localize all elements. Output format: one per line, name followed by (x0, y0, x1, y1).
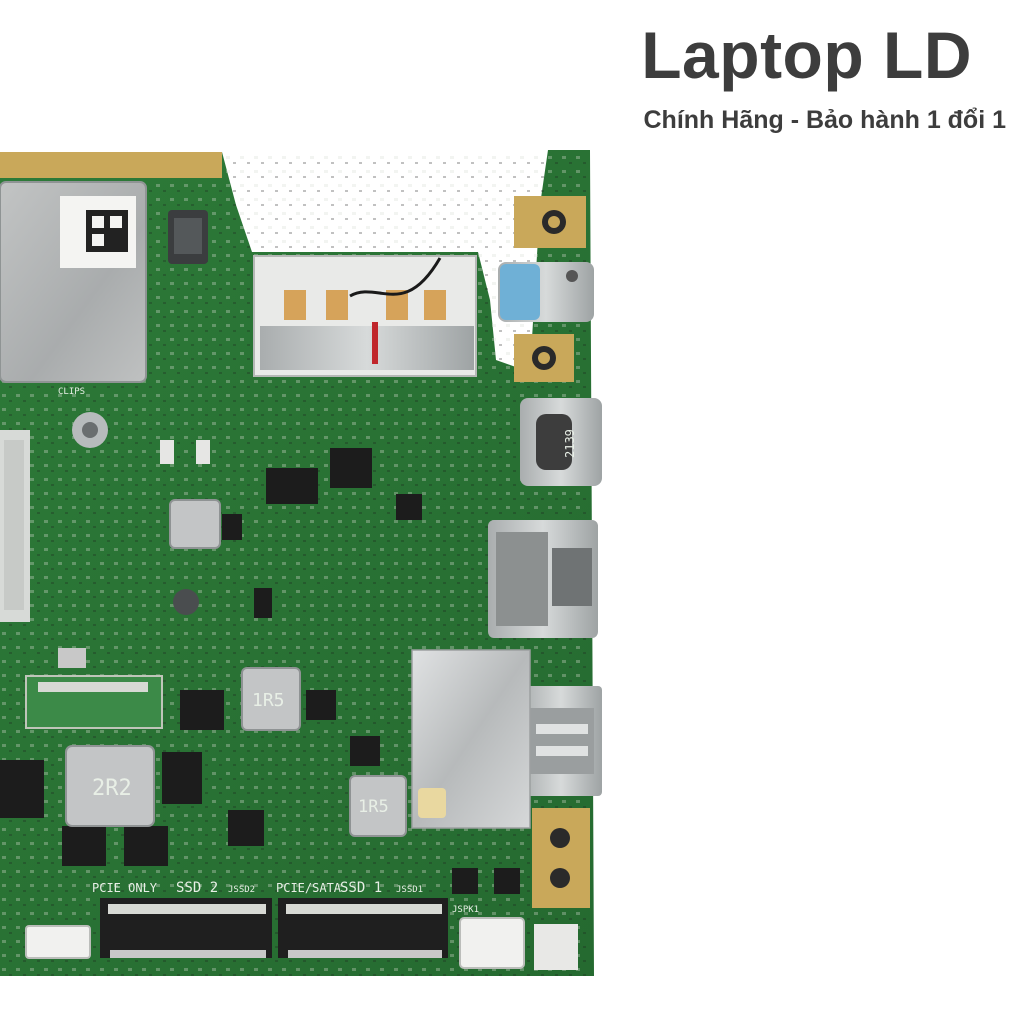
chip (452, 868, 478, 894)
chip (228, 810, 264, 846)
inductor (65, 745, 155, 827)
capacitor (58, 648, 86, 668)
chip (350, 736, 380, 766)
inductor (241, 667, 301, 731)
jspk-label: JSPK1 (452, 905, 479, 915)
chip (266, 468, 318, 504)
inductor (349, 775, 407, 837)
chip (254, 588, 272, 618)
inductor-label: 1R5 (252, 690, 285, 711)
gold-edge-strip (0, 152, 222, 178)
chip (162, 752, 202, 804)
mount-tab-bottom (532, 808, 590, 908)
warranty-tagline: Chính Hãng - Bảo hành 1 đổi 1 (643, 106, 1007, 134)
chip (180, 690, 224, 730)
slot-left-name: SSD 2 (176, 880, 218, 896)
capacitor (173, 589, 199, 615)
usbc-code: 2139 (563, 429, 577, 458)
chip (62, 826, 106, 866)
antenna-wire (349, 257, 442, 298)
chip (0, 760, 44, 818)
clips-label: CLIPS (58, 387, 85, 397)
chip (330, 448, 372, 488)
inductor (169, 499, 221, 549)
brand-title: Laptop LD (641, 18, 972, 92)
speaker-connector (459, 917, 525, 969)
slot-left-ref: JSSD2 (228, 885, 255, 895)
inductor-label: 1R5 (358, 797, 389, 817)
slot-right-name: SSD 1 (340, 880, 382, 896)
slot-right-type: PCIE/SATA (276, 881, 342, 895)
chip (396, 494, 422, 520)
chip (222, 514, 242, 540)
chip (124, 826, 168, 866)
inductor-label: 2R2 (92, 776, 132, 801)
slot-left-type: PCIE ONLY (92, 881, 158, 895)
chip (306, 690, 336, 720)
slot-right-ref: JSSD1 (396, 885, 423, 895)
chip (494, 868, 520, 894)
